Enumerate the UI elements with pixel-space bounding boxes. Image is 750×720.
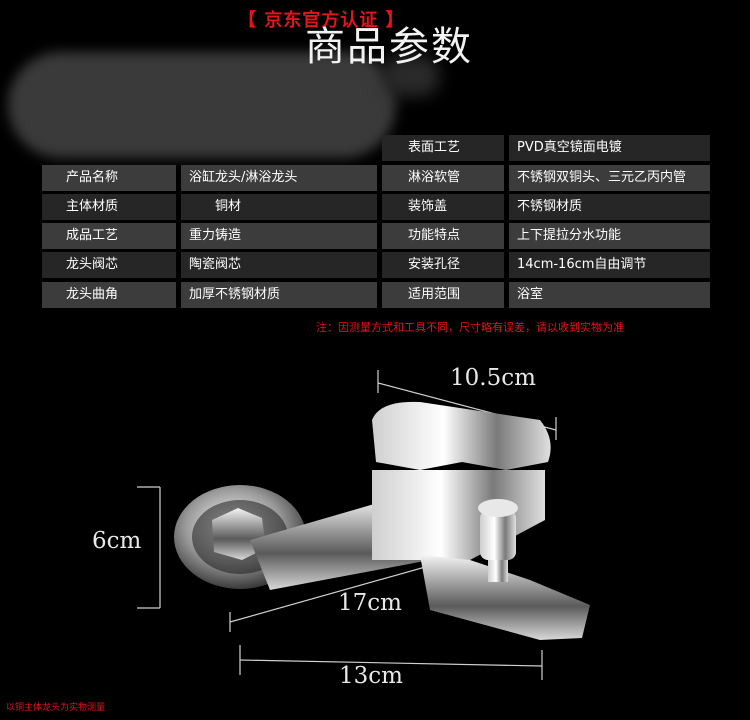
dimension-diagonal: 17cm (338, 590, 402, 616)
faucet-body (372, 470, 545, 560)
param-value: 陶瓷阀芯 (181, 252, 377, 278)
page-title: 商品参数 (305, 24, 473, 70)
dimension-bottom: 13cm (339, 663, 403, 689)
param-value: 浴缸龙头/淋浴龙头 (181, 165, 377, 191)
measurement-note: 注：因测量方式和工具不同，尺寸略有误差，请以收到实物为准 (316, 321, 624, 334)
param-key: 安装孔径 (382, 252, 504, 278)
param-key: 适用范围 (382, 282, 504, 308)
param-key: 主体材质 (42, 194, 176, 220)
diverter-knob (478, 499, 518, 582)
official-badge: 【 京东官方认证 】 (238, 10, 405, 31)
param-key: 龙头阀芯 (42, 252, 176, 278)
dimension-top: 10.5cm (450, 365, 536, 391)
param-value: 不锈钢双铜头、三元乙丙内管 (509, 165, 710, 191)
dimension-left: 6cm (92, 528, 142, 554)
param-value: 铜材 (181, 194, 377, 220)
blurred-area-small (380, 56, 440, 96)
param-key: 功能特点 (382, 223, 504, 249)
param-value: PVD真空镜面电镀 (509, 135, 710, 161)
param-key: 成品工艺 (42, 223, 176, 249)
param-value: 加厚不锈钢材质 (181, 282, 377, 308)
param-key: 装饰盖 (382, 194, 504, 220)
param-value: 不锈钢材质 (509, 194, 710, 220)
param-value: 重力铸造 (181, 223, 377, 249)
param-key: 产品名称 (42, 165, 176, 191)
param-value: 14cm-16cm自由调节 (509, 252, 710, 278)
faucet-spout (420, 555, 590, 640)
param-key: 龙头曲角 (42, 282, 176, 308)
param-value: 上下提拉分水功能 (509, 223, 710, 249)
blurred-area (8, 52, 396, 158)
param-key: 表面工艺 (382, 135, 504, 161)
faucet-handle (372, 401, 551, 470)
param-value: 浴室 (509, 282, 710, 308)
footer-note: 以铜主体龙头为实物测量 (6, 703, 106, 713)
param-key: 淋浴软管 (382, 165, 504, 191)
